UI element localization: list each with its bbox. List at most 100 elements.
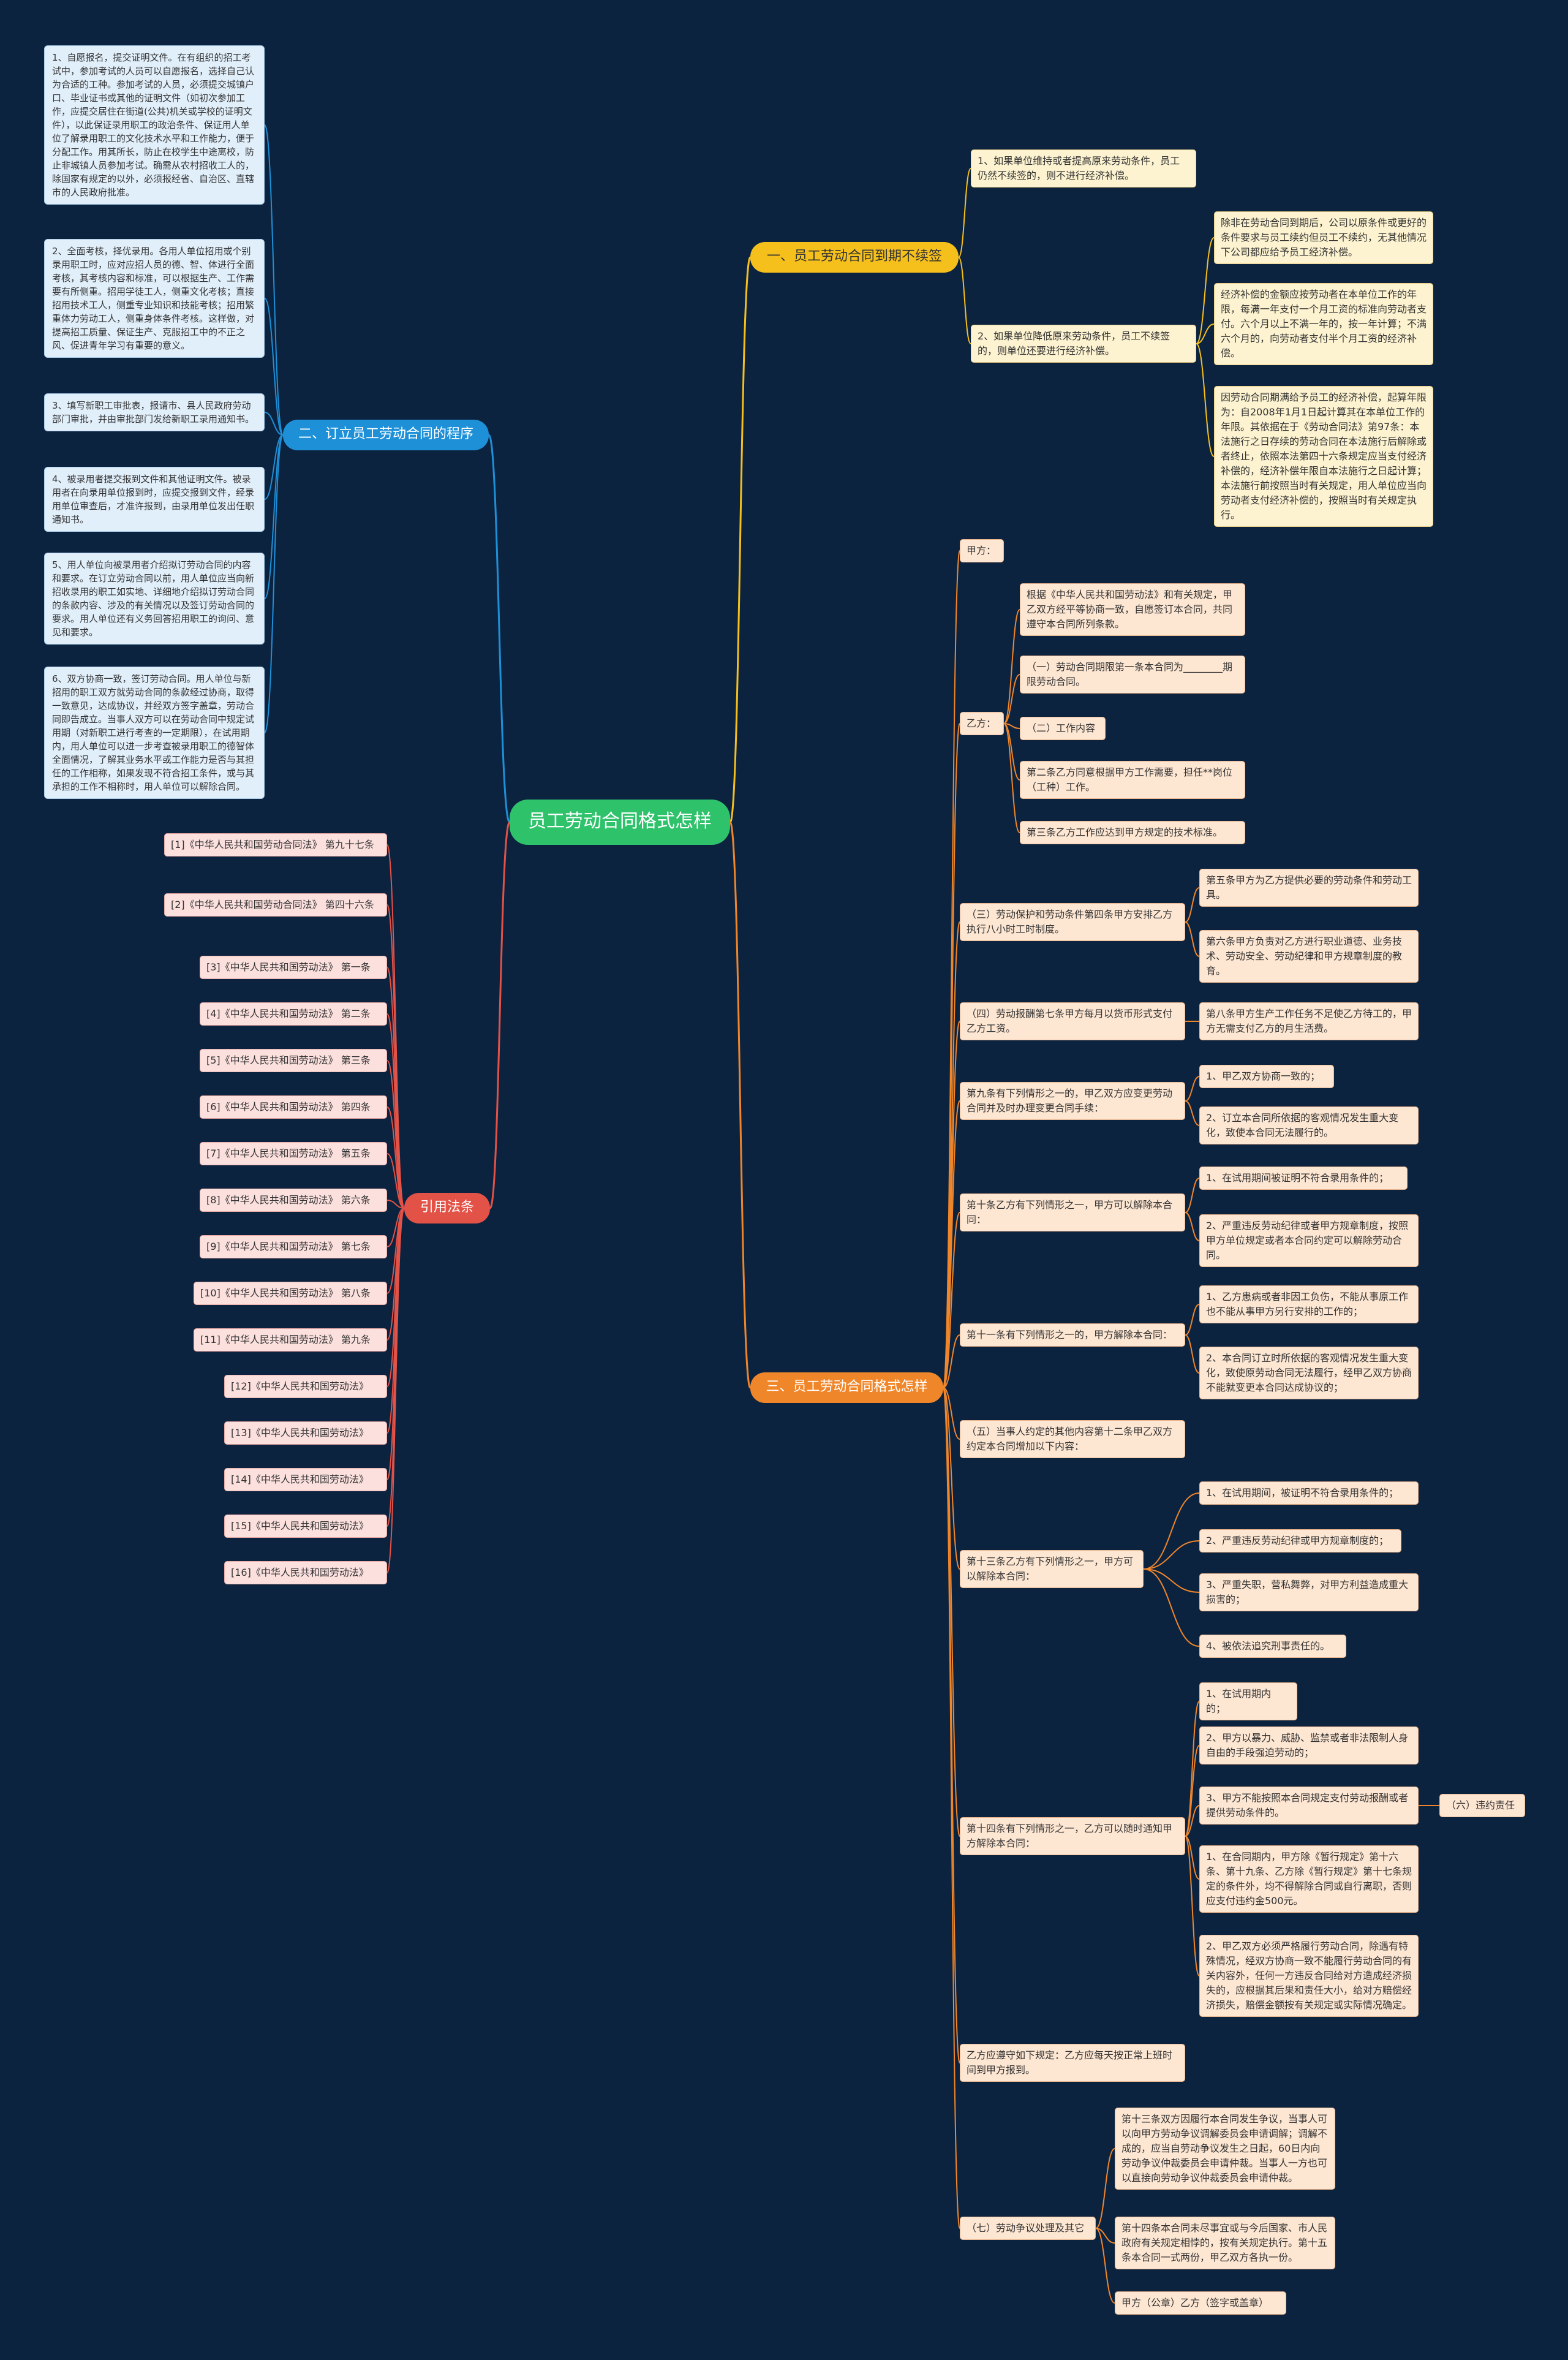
link-b1g1: [1196, 237, 1215, 344]
link-s10: [943, 1212, 960, 1388]
link-s13: [943, 1387, 960, 1570]
link-b2i4: [264, 434, 284, 500]
procedure-step-4: 4、被录用者提交报到文件和其他证明文件。被录用者在向录用单位报到时，应提交报到文…: [44, 467, 265, 532]
branch-cited-laws[interactable]: 引用法条: [404, 1193, 490, 1223]
link-b2i5: [264, 434, 284, 599]
article-8: 第八条甲方生产工作任务不足使乙方待工的，甲方无需支付乙方的月生活费。: [1199, 1002, 1419, 1040]
law-ref-2[interactable]: [2]《中华人民共和国劳动合同法》 第四十六条: [164, 893, 387, 917]
link-s5: [943, 1387, 960, 1440]
breach-item-1: 1、在合同期内，甲方除《暂行规定》第十六条、第十九条、乙方除《暂行规定》第十七条…: [1199, 1845, 1419, 1913]
link-center-b4: [489, 821, 511, 1209]
link-s11_2: [1185, 1334, 1200, 1374]
article-13-item-3: 3、严重失职，营私舞弊，对甲方利益造成重大损害的；: [1199, 1573, 1419, 1611]
link-yi1: [1003, 609, 1020, 724]
branch-signing-procedure[interactable]: 二、订立员工劳动合同的程序: [283, 420, 489, 450]
link-s10_1: [1185, 1178, 1200, 1213]
link-s9_1: [1185, 1076, 1200, 1102]
law-ref-14[interactable]: [14]《中华人民共和国劳动法》: [224, 1468, 387, 1491]
link-yi5: [1003, 723, 1020, 833]
article-10-item-1: 1、在试用期间被证明不符合录用条件的；: [1199, 1167, 1408, 1190]
law-ref-3[interactable]: [3]《中华人民共和国劳动法》 第一条: [200, 956, 387, 979]
dispute-resolution: （七）劳动争议处理及其它: [960, 2217, 1096, 2240]
article-13-item-1: 1、在试用期间，被证明不符合录用条件的；: [1199, 1481, 1419, 1505]
branch-no-renewal[interactable]: 一、员工劳动合同到期不续签: [750, 242, 959, 273]
article-10-item-2: 2、严重违反劳动纪律或者甲方规章制度，按照甲方单位规定或者本合同约定可以解除劳动…: [1199, 1214, 1419, 1267]
procedure-step-5: 5、用人单位向被录用者介绍拟订劳动合同的内容和要求。在订立劳动合同以前，用人单位…: [44, 553, 265, 645]
link-s13_1: [1143, 1492, 1200, 1570]
link-s7: [943, 1387, 960, 2229]
law-ref-8[interactable]: [8]《中华人民共和国劳动法》 第六条: [200, 1189, 387, 1212]
procedure-step-3: 3、填写新职工审批表，报请市、县人民政府劳动部门审批，并由审批部门发给新职工录用…: [44, 393, 265, 431]
law-ref-12[interactable]: [12]《中华人民共和国劳动法》: [224, 1375, 387, 1398]
link-center-b2: [488, 434, 511, 823]
link-s11: [943, 1334, 960, 1388]
link-b2i6: [264, 434, 284, 733]
compensation-note-3: 因劳动合同期满给予员工的经济补偿，起算年限为：自2008年1月1日起计算其在本单…: [1214, 386, 1433, 527]
compensation-note-1: 除非在劳动合同到期后，公司以原条件或更好的条件要求与员工续约但员工不续约，无其他…: [1214, 211, 1433, 264]
law-ref-7[interactable]: [7]《中华人民共和国劳动法》 第五条: [200, 1142, 387, 1165]
law-ref-15[interactable]: [15]《中华人民共和国劳动法》: [224, 1515, 387, 1538]
link-r8: [386, 1200, 405, 1209]
link-r16: [386, 1208, 405, 1573]
link-r9: [386, 1208, 405, 1247]
link-s10_2: [1185, 1212, 1200, 1241]
procedure-step-2: 2、全面考核，择优录用。各用人单位招用或个别录用职工时，应对应招人员的德、智、体…: [44, 239, 265, 358]
article-14-item-3: 3、甲方不能按照本合同规定支付劳动报酬或者提供劳动条件的。: [1199, 1787, 1419, 1825]
no-renewal-item-1: 1、如果单位维持或者提高原来劳动条件，员工仍然不续签的，则不进行经济补偿。: [971, 149, 1196, 187]
link-s14_2: [1185, 1745, 1200, 1837]
law-ref-1[interactable]: [1]《中华人民共和国劳动合同法》 第九十七条: [164, 833, 387, 857]
law-ref-13[interactable]: [13]《中华人民共和国劳动法》: [224, 1421, 387, 1445]
signature-line: 甲方（公章）乙方（签字或盖章）: [1115, 2291, 1286, 2315]
law-ref-4[interactable]: [4]《中华人民共和国劳动法》 第二条: [200, 1002, 387, 1026]
branch-contract-format[interactable]: 三、员工劳动合同格式怎样: [750, 1372, 943, 1403]
link-s3_1: [1185, 887, 1200, 923]
dispute-article-13: 第十三条双方因履行本合同发生争议，当事人可以向甲方劳动争议调解委员会申请调解；调…: [1115, 2108, 1335, 2190]
procedure-step-6: 6、双方协商一致，签订劳动合同。用人单位与新招用的职工双方就劳动合同的条款经过协…: [44, 667, 265, 799]
party-b-preamble: 根据《中华人民共和国劳动法》和有关规定，甲乙双方经平等协商一致，自愿签订本合同，…: [1020, 583, 1245, 636]
link-b2i3: [264, 412, 284, 436]
labor-protection: （三）劳动保护和劳动条件第四条甲方安排乙方执行八小时工时制度。: [960, 903, 1185, 941]
link-s9: [943, 1100, 960, 1388]
law-ref-6[interactable]: [6]《中华人民共和国劳动法》 第四条: [200, 1095, 387, 1119]
link-center-b1: [729, 256, 752, 823]
law-ref-5[interactable]: [5]《中华人民共和国劳动法》 第三条: [200, 1049, 387, 1072]
link-s9_2: [1185, 1100, 1200, 1126]
link-s14: [943, 1387, 960, 1837]
link-r6: [386, 1106, 405, 1209]
party-b: 乙方：: [960, 712, 1004, 735]
link-s13_2: [1143, 1540, 1200, 1570]
law-ref-10[interactable]: [10]《中华人民共和国劳动法》 第八条: [194, 1282, 387, 1305]
law-ref-16[interactable]: [16]《中华人民共和国劳动法》: [224, 1561, 387, 1584]
link-s13_4: [1143, 1568, 1200, 1647]
link-b2i2: [264, 298, 284, 436]
article-9-item-2: 2、订立本合同所依据的客观情况发生重大变化，致使本合同无法履行的。: [1199, 1106, 1419, 1144]
article-11: 第十一条有下列情形之一的，甲方解除本合同：: [960, 1323, 1185, 1347]
article-11-item-2: 2、本合同订立时所依据的客观情况发生重大变化，致使原劳动合同无法履行，经甲乙双方…: [1199, 1347, 1419, 1399]
link-s14_4: [1185, 1836, 1200, 1880]
law-ref-9[interactable]: [9]《中华人民共和国劳动法》 第七条: [200, 1235, 387, 1258]
link-s11_1: [1185, 1304, 1200, 1336]
dispute-article-14: 第十四条本合同未尽事宜或与今后国家、市人民政府有关规定相悖的，按有关规定执行。第…: [1115, 2217, 1335, 2269]
link-s14_3: [1185, 1805, 1200, 1837]
article-14-item-1: 1、在试用期内的；: [1199, 1682, 1297, 1720]
link-s14_1: [1185, 1701, 1200, 1837]
article-9-item-1: 1、甲乙双方协商一致的；: [1199, 1065, 1334, 1088]
article-6: 第六条甲方负责对乙方进行职业道德、业务技术、劳动安全、劳动纪律和甲方规章制度的教…: [1199, 930, 1419, 983]
link-b1c1: [958, 168, 971, 258]
work-content: （二）工作内容: [1020, 717, 1106, 740]
link-b1c2: [958, 257, 971, 344]
article-11-item-1: 1、乙方患病或者非因工负伤，不能从事原工作也不能从事甲方另行安排的工作的；: [1199, 1285, 1419, 1323]
link-yi2: [1003, 674, 1020, 724]
link-r7: [386, 1153, 405, 1209]
central-topic[interactable]: 员工劳动合同格式怎样: [510, 800, 730, 845]
article-3: 第三条乙方工作应达到甲方规定的技术标准。: [1020, 821, 1245, 844]
article-14: 第十四条有下列情形之一，乙方可以随时通知甲方解除本合同：: [960, 1817, 1185, 1855]
link-yi3: [1003, 723, 1020, 729]
liability-for-breach: （六）违约责任: [1439, 1794, 1525, 1817]
labor-remuneration: （四）劳动报酬第七条甲方每月以货币形式支付乙方工资。: [960, 1002, 1185, 1040]
link-s7_2: [1095, 2228, 1115, 2244]
reporting-rule: 乙方应遵守如下规定：乙方应每天按正常上班时间到甲方报到。: [960, 2044, 1185, 2082]
law-ref-11[interactable]: [11]《中华人民共和国劳动法》 第九条: [194, 1328, 387, 1352]
article-2: 第二条乙方同意根据甲方工作需要，担任**岗位（工种）工作。: [1020, 761, 1245, 799]
